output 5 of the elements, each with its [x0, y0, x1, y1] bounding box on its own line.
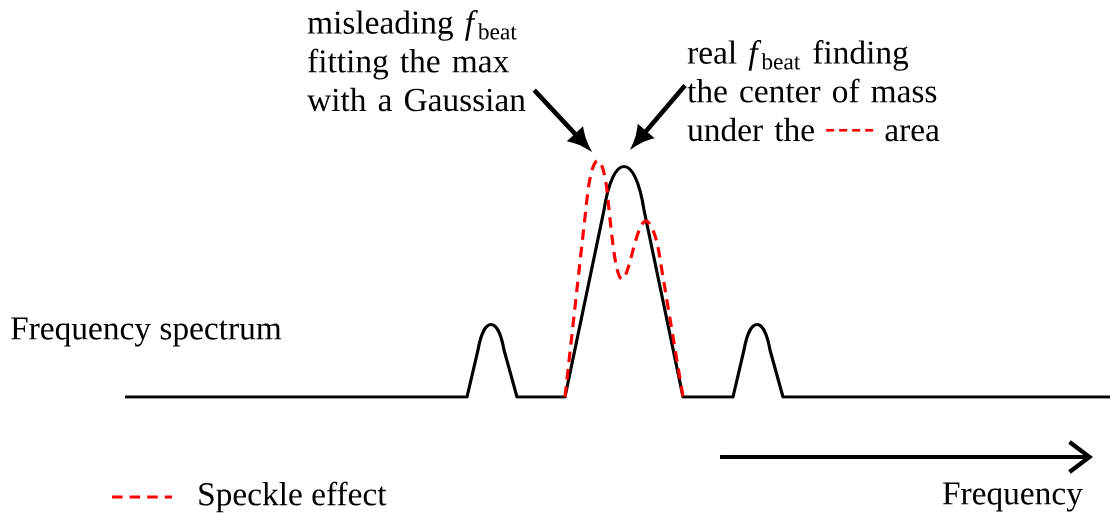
- axis-label: Frequency spectrum: [11, 317, 282, 347]
- legend-text: Speckle effect: [199, 481, 387, 513]
- callout-text: misleading f$_{beat}$ fitting the max with a Gaussian: [307, 10, 526, 112]
- axis-label: Frequency: [942, 482, 1083, 512]
- callout-text: real f$_{beat}$ finding the center of mass under the area: [687, 40, 940, 142]
